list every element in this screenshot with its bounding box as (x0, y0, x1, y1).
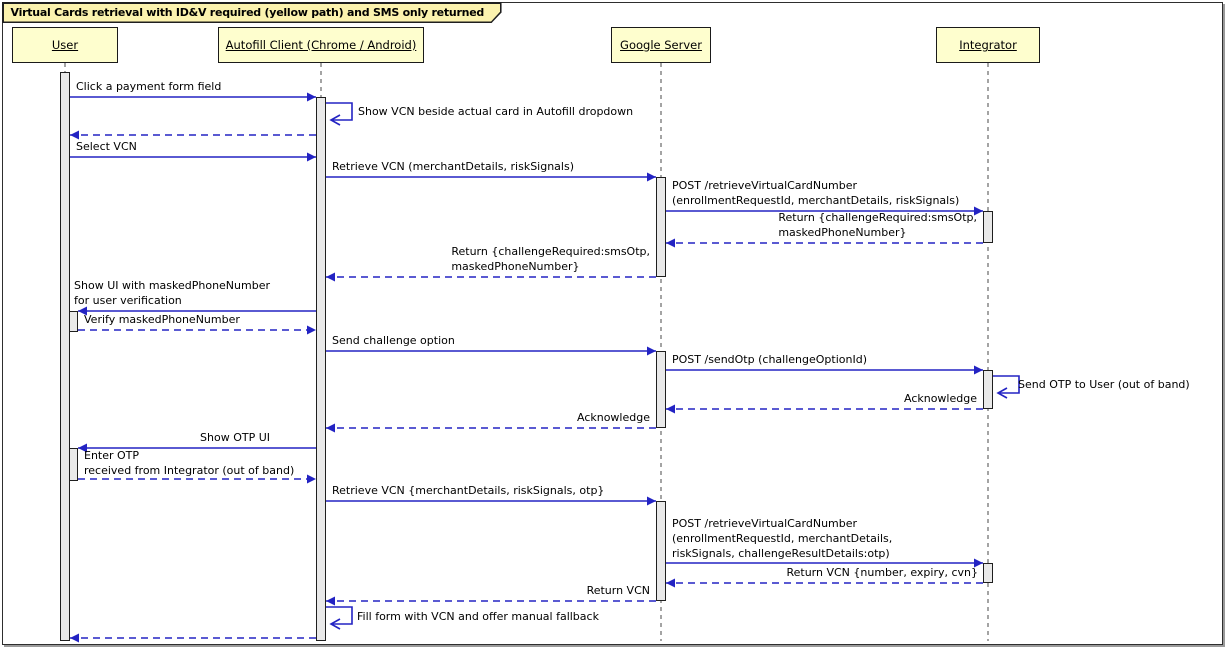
message-label-line: riskSignals, challengeResultDetails:otp) (672, 547, 890, 560)
message-label: POST /retrieveVirtualCardNumber (enrollme… (672, 516, 892, 561)
message-label-line: POST /sendOtp (challengeOptionId) (672, 353, 867, 366)
participant-box: User (12, 27, 118, 63)
message-label-line: Return VCN (586, 584, 650, 597)
message-label: Send OTP to User (out of band) (1018, 377, 1190, 392)
message-label-line: (enrollmentRequestId, merchantDetails, r… (672, 194, 960, 207)
participant-box: Autofill Client (Chrome / Android) (218, 27, 424, 63)
message-label: Enter OTP received from Integrator (out o… (84, 448, 294, 478)
message-label: Retrieve VCN {merchantDetails, riskSigna… (332, 483, 604, 498)
activation-bar (983, 211, 993, 243)
message-label: Show VCN beside actual card in Autofill … (358, 104, 633, 119)
message-label: Acknowledge (577, 410, 650, 425)
message-label-line: Retrieve VCN (merchantDetails, riskSigna… (332, 160, 574, 173)
message-label-line: Enter OTP (84, 449, 140, 462)
message-label: POST /sendOtp (challengeOptionId) (672, 352, 867, 367)
message-label-line: Send challenge option (332, 334, 455, 347)
participant-label: Google Server (620, 38, 702, 52)
participant-label: User (51, 38, 79, 52)
message-label: Fill form with VCN and offer manual fall… (357, 609, 599, 624)
message-label: Select VCN (76, 139, 137, 154)
message-label-line: Return {challengeRequired:smsOtp, (451, 245, 650, 258)
message-label: POST /retrieveVirtualCardNumber (enrollme… (672, 178, 959, 208)
message-label-line: Show UI with maskedPhoneNumber (74, 279, 270, 292)
message-label: Return {challengeRequired:smsOtp, maskedP… (778, 210, 977, 240)
participant-label: Autofill Client (Chrome / Android) (225, 38, 417, 52)
message-label-line: maskedPhoneNumber} (451, 260, 580, 273)
message-label-line: Show VCN beside actual card in Autofill … (358, 105, 634, 118)
message-label-line: (enrollmentRequestId, merchantDetails, (672, 532, 893, 545)
message-label: Return {challengeRequired:smsOtp, maskedP… (451, 244, 650, 274)
participant-box: Google Server (611, 27, 711, 63)
participant-box: Integrator (936, 27, 1040, 63)
message-label-line: POST /retrieveVirtualCardNumber (672, 517, 858, 530)
message-label: Show UI with maskedPhoneNumber for user v… (74, 278, 270, 308)
message-label: Return VCN (587, 583, 650, 598)
activation-bar (983, 370, 993, 409)
message-label: Verify maskedPhoneNumber (84, 312, 240, 327)
message-label-line: Click a payment form field (76, 80, 222, 93)
diagram-title: Virtual Cards retrieval with ID&V requir… (4, 4, 501, 22)
participant-label: Integrator (959, 38, 1017, 52)
message-label: Show OTP UI (200, 430, 270, 445)
message-label-line: for user verification (74, 294, 182, 307)
message-label-line: received from Integrator (out of band) (84, 464, 295, 477)
activation-bar (656, 351, 666, 428)
message-label-line: Return VCN {number, expiry, cvn} (786, 566, 978, 579)
activation-bar (69, 448, 78, 481)
activation-bar (60, 72, 70, 641)
message-label-line: Acknowledge (576, 411, 650, 424)
activation-bar (656, 501, 666, 601)
message-label-line: Send OTP to User (out of band) (1018, 378, 1190, 391)
activation-bar (983, 563, 993, 583)
activation-bar (656, 177, 666, 277)
message-label: Send challenge option (332, 333, 455, 348)
activation-bar (316, 97, 326, 641)
message-label-line: maskedPhoneNumber} (778, 226, 907, 239)
message-label-line: Retrieve VCN {merchantDetails, riskSigna… (332, 484, 605, 497)
diagram-title-tab: Virtual Cards retrieval with ID&V requir… (2, 2, 502, 23)
message-label-line: Fill form with VCN and offer manual fall… (357, 610, 599, 623)
message-label: Click a payment form field (76, 79, 221, 94)
message-label-line: Verify maskedPhoneNumber (84, 313, 240, 326)
message-label: Return VCN {number, expiry, cvn} (786, 565, 978, 580)
message-label-line: Return {challengeRequired:smsOtp, (778, 211, 977, 224)
message-label-line: Select VCN (76, 140, 137, 153)
message-label: Retrieve VCN (merchantDetails, riskSigna… (332, 159, 574, 174)
message-label-line: Acknowledge (903, 392, 977, 405)
message-label-line: POST /retrieveVirtualCardNumber (672, 179, 858, 192)
activation-bar (69, 311, 78, 332)
message-label: Acknowledge (904, 391, 977, 406)
message-label-line: Show OTP UI (200, 431, 270, 444)
